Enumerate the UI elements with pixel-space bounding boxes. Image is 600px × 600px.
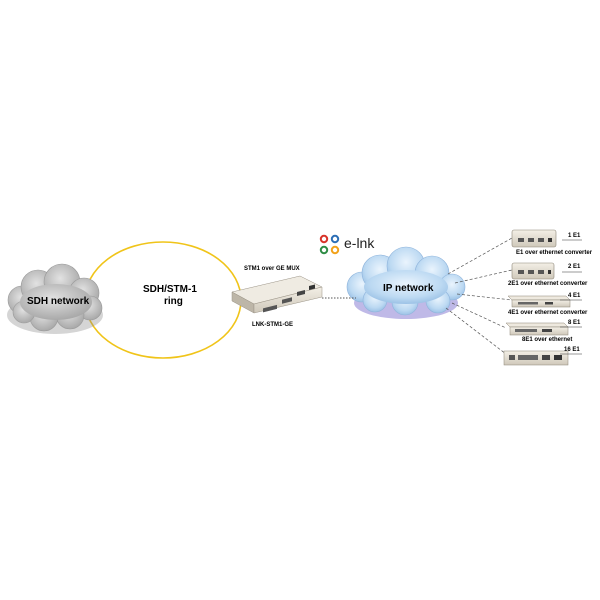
device-4e1 — [507, 295, 582, 308]
sdh-ring — [84, 241, 242, 359]
sdh-network-cloud — [7, 263, 103, 334]
device-2e1 — [511, 262, 582, 280]
device-desc-label: 2E1 over ethernet converter — [508, 281, 588, 287]
sdh-network-label: SDH network — [27, 296, 90, 307]
device-8e1 — [505, 322, 582, 336]
device-count-label: 1 E1 — [568, 233, 581, 239]
device-count-label: 2 E1 — [568, 264, 581, 270]
brand-name: e-lnk — [344, 235, 375, 251]
mux-title-label: STM1 over GE MUX — [244, 266, 300, 272]
device-16e1 — [503, 350, 582, 366]
ip-device-links — [445, 237, 513, 355]
ip-network-cloud — [346, 246, 466, 319]
device-count-label: 16 E1 — [564, 347, 580, 353]
ring-label-line1: SDH/STM-1 — [143, 284, 197, 295]
device-count-label: 8 E1 — [568, 320, 581, 326]
ip-network-label: IP network — [383, 283, 434, 294]
device-desc-label: 8E1 over ethernet — [522, 337, 573, 343]
device-count-label: 4 E1 — [568, 293, 581, 299]
e-lnk-logo-icon — [319, 234, 340, 255]
device-desc-label: E1 over ethernet converter — [516, 250, 593, 256]
ring-label-line2: ring — [164, 296, 183, 307]
stm1-mux-device — [231, 275, 323, 314]
device-1e1 — [511, 229, 582, 248]
mux-model-label: LNK-STM1-GE — [252, 322, 293, 328]
device-desc-label: 4E1 over ethernet converter — [508, 310, 588, 316]
